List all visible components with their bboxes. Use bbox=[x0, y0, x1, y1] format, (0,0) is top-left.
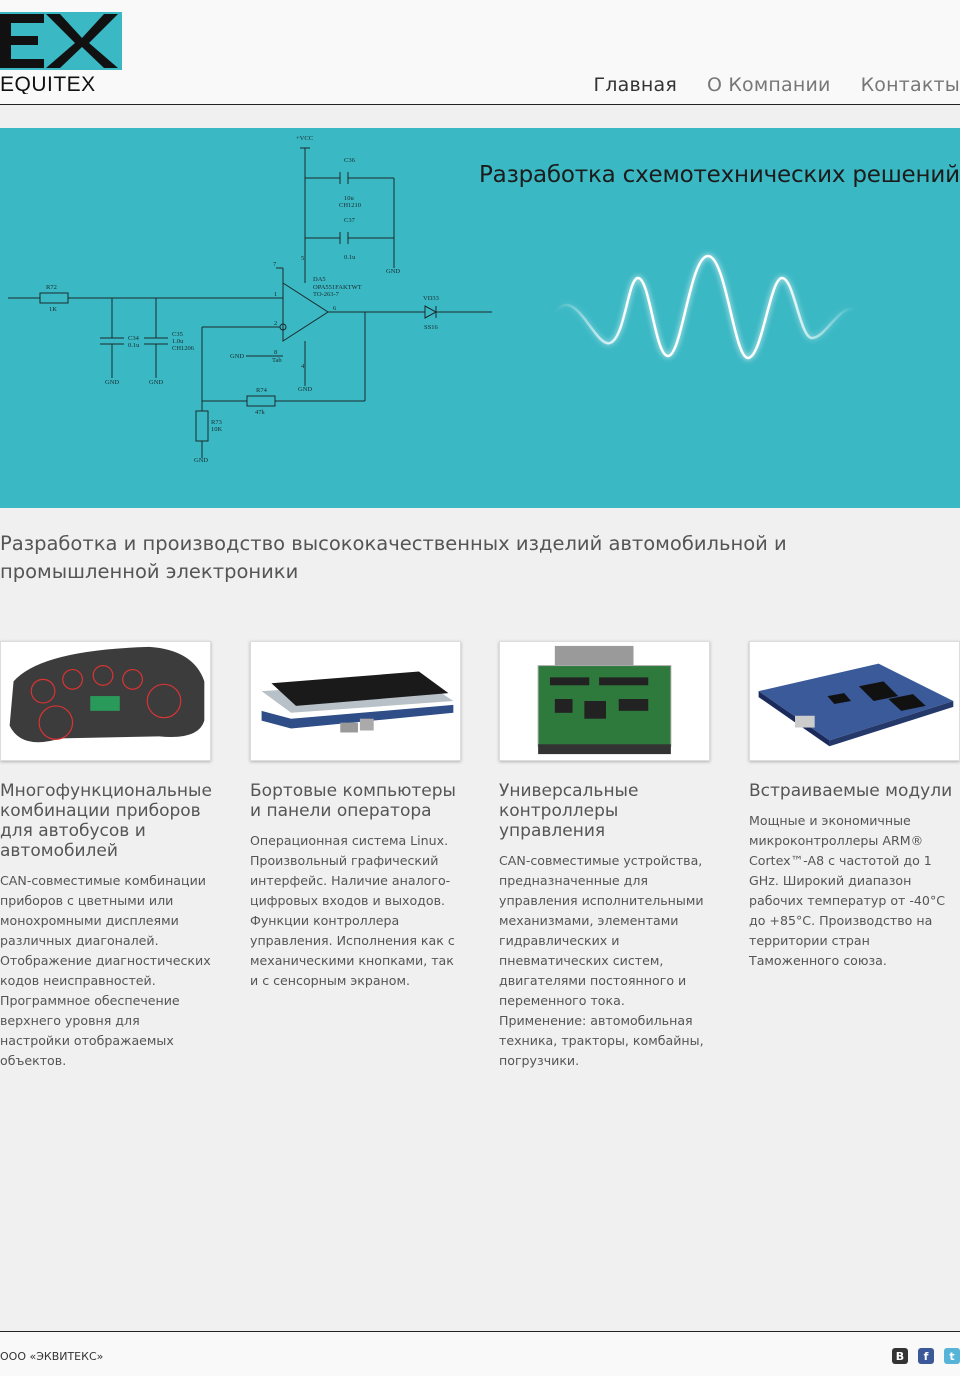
vk-icon[interactable]: B bbox=[892, 1348, 908, 1364]
product-title: Встраиваемые модули bbox=[749, 781, 953, 801]
label-c34-val: 0.1u bbox=[128, 342, 140, 349]
label-r73: R73 bbox=[211, 419, 222, 426]
label-gnd-1: GND bbox=[386, 268, 400, 275]
label-pin5: 5 bbox=[301, 255, 304, 262]
nav-home[interactable]: Главная bbox=[593, 74, 677, 96]
copyright-text: ООО «ЭКВИТЕКС» bbox=[0, 1350, 104, 1363]
product-card-controllers: Универсальные контроллеры управления CAN… bbox=[499, 641, 710, 1071]
label-da5-part: OPA551FAKTWT bbox=[313, 284, 362, 291]
label-c36-pkg: CH1210 bbox=[339, 202, 361, 209]
label-gnd-5: GND bbox=[298, 386, 312, 393]
facebook-icon[interactable]: f bbox=[918, 1348, 934, 1364]
label-gnd-6: GND bbox=[194, 457, 208, 464]
label-r74-val: 47k bbox=[255, 409, 266, 416]
label-r72: R72 bbox=[46, 284, 57, 291]
twitter-icon[interactable]: t bbox=[944, 1348, 960, 1364]
label-pin6: 6 bbox=[333, 305, 337, 312]
label-tab: Tab bbox=[272, 357, 282, 364]
site-header: EQUITEX Главная О Компании Контакты bbox=[0, 0, 960, 105]
product-image-embedded-module[interactable] bbox=[749, 641, 960, 761]
product-description: CAN-совместимые комбинации приборов с цв… bbox=[0, 873, 211, 1068]
social-links: B f t bbox=[892, 1348, 960, 1364]
circuit-schematic: +VCC C36 10u CH1210 C37 0.1u GND R72 1K … bbox=[8, 135, 492, 464]
label-vcc: +VCC bbox=[296, 135, 313, 142]
label-pin4: 4 bbox=[301, 363, 305, 370]
label-gnd-3: GND bbox=[149, 379, 163, 386]
label-r72-val: 1K bbox=[49, 306, 57, 313]
banner-title: Разработка схемотехнических решений bbox=[479, 162, 960, 188]
label-c36: C36 bbox=[344, 157, 356, 164]
label-c37-val: 0.1u bbox=[344, 254, 356, 261]
company-tagline: Разработка и производство высококачестве… bbox=[0, 532, 787, 583]
label-pin7: 7 bbox=[273, 261, 277, 268]
logo-text: EQUITEX bbox=[0, 73, 96, 94]
main-nav: Главная О Компании Контакты bbox=[593, 74, 960, 96]
equitex-logo[interactable]: EQUITEX bbox=[0, 12, 122, 96]
label-gnd-2: GND bbox=[105, 379, 119, 386]
product-card-instruments: Многофункциональные комбинации приборов … bbox=[0, 641, 212, 1071]
label-pin2: 2 bbox=[274, 320, 277, 327]
site-footer: ООО «ЭКВИТЕКС» B f t bbox=[0, 1331, 960, 1376]
product-card-onboard-computers: Бортовые компьютеры и панели оператора О… bbox=[250, 641, 461, 991]
product-image-instrument-cluster[interactable] bbox=[0, 641, 211, 761]
product-title: Многофункциональные комбинации приборов … bbox=[0, 781, 212, 861]
label-pin8: 8 bbox=[274, 349, 277, 356]
label-c35-pkg: CH1206 bbox=[172, 345, 195, 352]
label-c36-val: 10u bbox=[344, 195, 355, 202]
product-description: CAN-совместимые устройства, предназначен… bbox=[499, 853, 704, 1068]
product-title: Универсальные контроллеры управления bbox=[499, 781, 639, 841]
product-description: Мощные и экономичные микроконтроллеры AR… bbox=[749, 813, 946, 968]
label-c34: C34 bbox=[128, 335, 140, 342]
label-da5-pkg: TO-263-7 bbox=[313, 291, 340, 298]
label-vd33: VD33 bbox=[423, 295, 439, 302]
product-image-onboard-computer[interactable] bbox=[250, 641, 461, 761]
label-pin1: 1 bbox=[274, 291, 277, 298]
label-da5: DA5 bbox=[313, 276, 326, 283]
product-description: Операционная система Linux. Произвольный… bbox=[250, 833, 455, 988]
product-image-controller[interactable] bbox=[499, 641, 710, 761]
label-c35: C35 bbox=[172, 331, 183, 338]
signal-wave-graphic bbox=[553, 254, 856, 360]
label-c37: C37 bbox=[344, 217, 356, 224]
product-card-modules: Встраиваемые модули Мощные и экономичные… bbox=[749, 641, 960, 971]
nav-about[interactable]: О Компании bbox=[706, 74, 831, 96]
nav-contacts[interactable]: Контакты bbox=[860, 74, 960, 96]
hero-banner: +VCC C36 10u CH1210 C37 0.1u GND R72 1K … bbox=[0, 128, 960, 508]
label-r73-val: 10K bbox=[211, 426, 223, 433]
label-c35-val: 1.0u bbox=[172, 338, 184, 345]
label-gnd-4: GND bbox=[230, 353, 244, 360]
label-r74: R74 bbox=[256, 387, 268, 394]
product-title: Бортовые компьютеры и панели оператора bbox=[250, 781, 456, 821]
label-vd33-part: SS16 bbox=[424, 324, 438, 331]
